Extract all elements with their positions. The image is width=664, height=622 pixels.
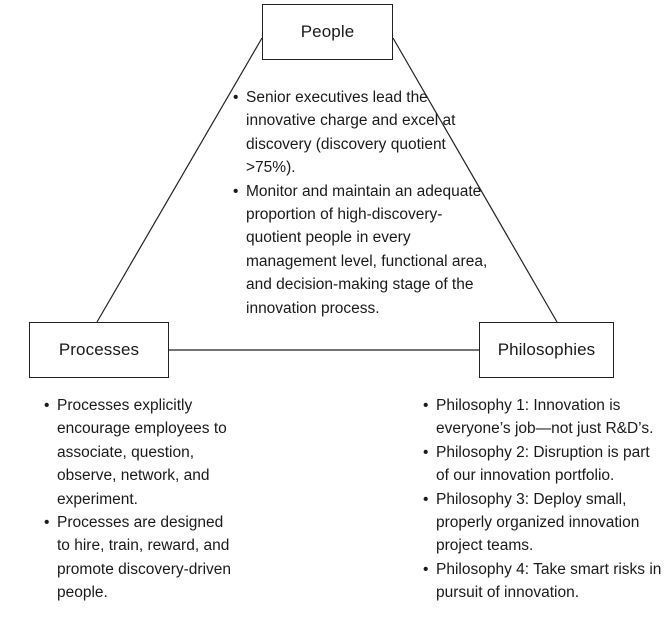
processes-bullets: Processes explicitly encourage employees… <box>44 394 234 605</box>
people-node: People <box>262 4 393 60</box>
people-bullet-2: Monitor and maintain an adequate proport… <box>233 180 493 320</box>
philosophies-bullets: Philosophy 1: Innovation is everyone’s j… <box>423 394 663 605</box>
people-title: People <box>300 22 355 41</box>
philosophies-node: Philosophies <box>479 322 614 378</box>
people-bullet-1: Senior executives lead the innovative ch… <box>233 86 493 180</box>
processes-node: Processes <box>29 322 169 378</box>
philosophies-bullet-1: Philosophy 1: Innovation is everyone’s j… <box>423 394 663 441</box>
processes-title: Processes <box>58 340 140 359</box>
philosophies-bullet-4: Philosophy 4: Take smart risks in pursui… <box>423 558 663 605</box>
philosophies-bullet-2: Philosophy 2: Disruption is part of our … <box>423 441 663 488</box>
processes-bullet-1: Processes explicitly encourage employees… <box>44 394 234 511</box>
philosophies-bullet-3: Philosophy 3: Deploy small, properly org… <box>423 488 663 558</box>
people-bullets: Senior executives lead the innovative ch… <box>233 86 493 320</box>
processes-bullet-2: Processes are designed to hire, train, r… <box>44 511 234 605</box>
philosophies-title: Philosophies <box>497 340 596 359</box>
